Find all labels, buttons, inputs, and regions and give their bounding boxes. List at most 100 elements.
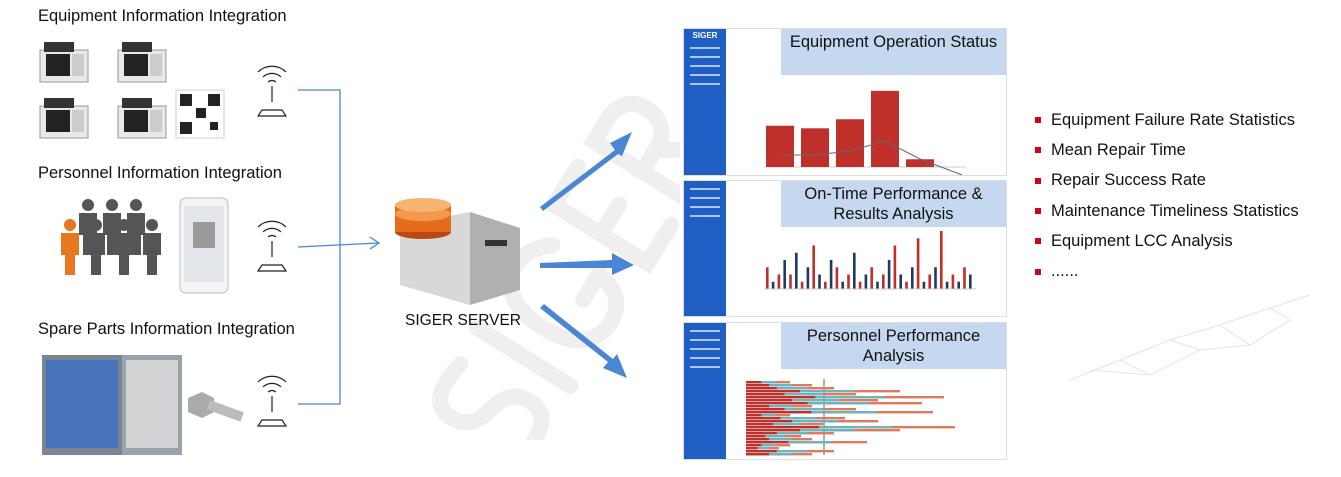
section-spareparts-label: Spare Parts Information Integration: [38, 320, 295, 338]
bar: [746, 423, 773, 426]
machine-icon: [39, 41, 167, 139]
bar-chart: [764, 90, 966, 175]
bar: [746, 426, 893, 429]
bar: [871, 90, 899, 167]
app-sidebar: SIGER: [684, 29, 726, 175]
bar: [746, 384, 770, 387]
bar: [746, 408, 785, 411]
screen-title: Equipment Operation Status: [781, 29, 1006, 75]
feature-item: Maintenance Timeliness Statistics: [1035, 196, 1299, 226]
bar: [836, 119, 864, 167]
bar: [876, 281, 879, 289]
bar: [940, 231, 943, 289]
section-equipment-label: Equipment Information Integration: [38, 7, 287, 25]
screen-ontime-performance: On-Time Performance & Results Analysis: [683, 180, 1007, 317]
bar: [746, 417, 816, 420]
bar: [746, 435, 766, 438]
bar: [746, 438, 770, 441]
bar: [746, 381, 762, 384]
feature-list: Equipment Failure Rate Statistics Mean R…: [1035, 105, 1299, 287]
bar: [746, 402, 870, 405]
personnel-group-icon: [61, 199, 161, 275]
bullet-icon: [1035, 208, 1041, 215]
bar: [746, 381, 777, 384]
bar: [812, 245, 815, 289]
bar: [899, 274, 902, 289]
bar: [969, 274, 972, 289]
spare-parts-cabinet-icon: [42, 355, 182, 455]
bar: [911, 267, 914, 289]
bar: [945, 281, 949, 289]
bar: [824, 281, 827, 289]
screen-title: On-Time Performance & Results Analysis: [781, 181, 1006, 227]
bar: [887, 260, 891, 289]
bar: [835, 267, 839, 289]
section-personnel-label: Personnel Information Integration: [38, 164, 282, 182]
bar: [783, 260, 786, 289]
bar: [916, 238, 920, 289]
qr-code-icon: [175, 89, 225, 139]
bar: [746, 411, 812, 414]
phone-icon: [179, 197, 229, 294]
bar: [777, 274, 781, 289]
feature-item: Mean Repair Time: [1035, 135, 1299, 165]
bar: [746, 411, 877, 414]
feature-item: ......: [1035, 256, 1299, 286]
connector-lines: [297, 89, 381, 405]
trend-line: [780, 140, 963, 175]
bar: [847, 274, 850, 289]
bar: [746, 432, 777, 435]
bar: [800, 281, 804, 289]
bar: [746, 387, 777, 390]
bar: [746, 399, 839, 402]
feature-item: Equipment Failure Rate Statistics: [1035, 105, 1299, 135]
bar: [746, 438, 793, 441]
bar: [882, 274, 885, 289]
bar: [893, 245, 897, 289]
bar: [746, 414, 762, 417]
server-icon: [395, 198, 520, 305]
bar: [934, 267, 937, 289]
bolt-nut-icon: [188, 392, 244, 422]
bullet-icon: [1035, 117, 1041, 124]
app-sidebar: [684, 323, 726, 459]
bar: [801, 128, 829, 167]
network-decoration: [1069, 294, 1311, 381]
bar: [795, 252, 798, 289]
bar: [905, 281, 908, 289]
bar: [922, 281, 926, 289]
feature-item: Equipment LCC Analysis: [1035, 226, 1299, 256]
bar: [746, 405, 793, 408]
bar: [746, 390, 800, 393]
bar: [746, 450, 777, 453]
bar: [771, 281, 775, 289]
bar: [746, 429, 854, 432]
bar: [746, 444, 762, 447]
brand-logo: SIGER: [692, 31, 718, 40]
app-sidebar: [684, 181, 726, 316]
bullet-icon: [1035, 238, 1041, 245]
bar: [806, 267, 810, 289]
wireless-icon: [257, 375, 287, 427]
bar: [746, 426, 820, 429]
bar: [746, 453, 793, 456]
screen-personnel-performance: Personnel Performance Analysis: [683, 322, 1007, 460]
bar: [766, 267, 769, 289]
bar: [746, 453, 770, 456]
bar: [841, 281, 844, 289]
bar: [746, 447, 758, 450]
bar: [906, 159, 934, 167]
bar: [746, 417, 781, 420]
bar: [870, 267, 873, 289]
bar: [746, 429, 800, 432]
bar: [746, 390, 854, 393]
bar-chart: [746, 379, 955, 456]
bar: [746, 444, 777, 447]
bar: [766, 125, 794, 167]
bar: [789, 274, 792, 289]
bullet-icon: [1035, 268, 1041, 275]
bar: [957, 281, 960, 289]
integration-diagram: [39, 41, 634, 455]
bar: [746, 399, 793, 402]
bullet-icon: [1035, 177, 1041, 184]
